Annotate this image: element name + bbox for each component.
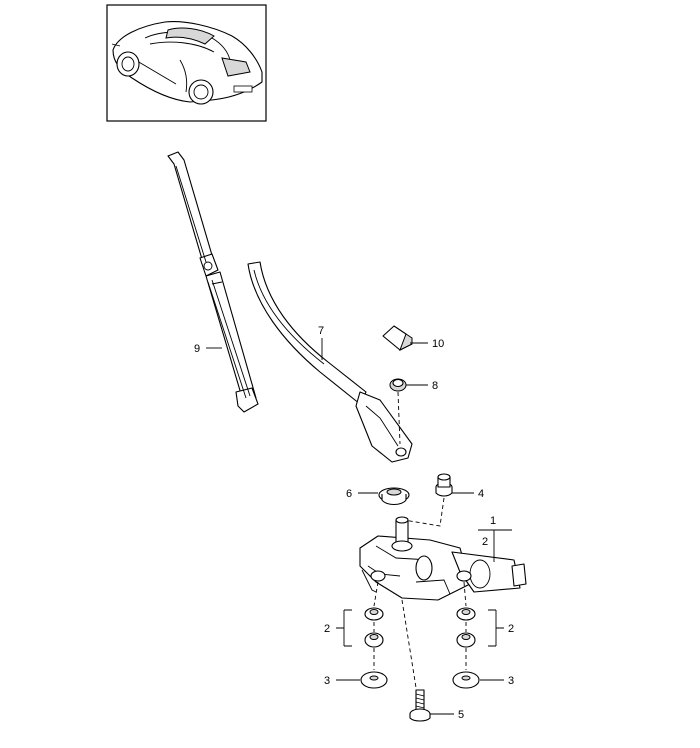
callout-5: 5 [458, 709, 464, 721]
wiper-blade [167, 151, 259, 413]
callout-1: 1 [490, 515, 496, 527]
spacer-washer-left [360, 671, 388, 689]
vehicle-thumbnail [106, 4, 267, 122]
callout-6: 6 [346, 488, 352, 500]
spacer-washer-right [452, 671, 480, 689]
cover-cap [382, 325, 413, 352]
callout-7: 7 [318, 325, 324, 337]
stud-bolt [403, 473, 453, 527]
rubber-bushing-right [456, 607, 476, 670]
callout-2-left: 2 [324, 623, 330, 635]
callout-3-right: 3 [508, 675, 514, 687]
callout-10: 10 [432, 338, 444, 350]
car-illustration [111, 21, 263, 105]
callout-8: 8 [432, 380, 438, 392]
mounting-screw [409, 689, 431, 722]
callout-3-left: 3 [324, 675, 330, 687]
callout-2-top: 2 [482, 536, 488, 548]
callout-2-right: 2 [508, 623, 514, 635]
wiper-arm [247, 261, 413, 463]
grommet [378, 487, 410, 506]
wiper-motor-assembly [359, 516, 527, 701]
leader-lines [206, 338, 512, 715]
callout-4: 4 [478, 488, 484, 500]
hex-nut [389, 378, 407, 445]
callout-9: 9 [194, 343, 200, 355]
rubber-bushing-left [364, 607, 384, 670]
